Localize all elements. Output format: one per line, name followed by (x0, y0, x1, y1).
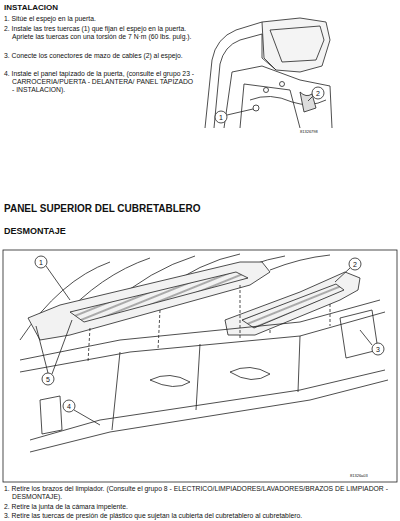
callout-number: 2 (349, 261, 361, 268)
callout-number: 4 (63, 403, 75, 410)
figure-id: 81326a03 (350, 474, 394, 479)
cowl-figure (20, 254, 388, 452)
callout-number: 1 (35, 259, 47, 266)
mirror-figure (205, 18, 332, 128)
step-text: 4. Instale el panel tapizado de la puert… (4, 70, 196, 94)
section-heading: DESMONTAJE (4, 226, 204, 237)
step-text: 2. Retire la junta de la cámara impelent… (4, 503, 396, 511)
callout-number: 2 (312, 90, 324, 97)
callout-number: 1 (215, 114, 227, 121)
step-text: 3. Conecte los conectores de mazo de cab… (4, 52, 196, 60)
callout-number: 3 (372, 346, 384, 353)
step-text: 3. Retire las tuercas de presión de plás… (4, 512, 396, 520)
callout-number: 5 (42, 376, 54, 383)
section-heading: PANEL SUPERIOR DEL CUBRETABLERO (4, 203, 384, 215)
figure-id: 81326798 (300, 130, 340, 135)
step-text: 1. Retire los brazos del limpiador. (Con… (4, 485, 396, 501)
section-heading: INSTALACION (4, 3, 194, 12)
step-text: 2. Instale las tres tuercas (1) que fija… (4, 25, 196, 41)
step-text: 1. Sitúe el espejo en la puerta. (4, 15, 196, 23)
